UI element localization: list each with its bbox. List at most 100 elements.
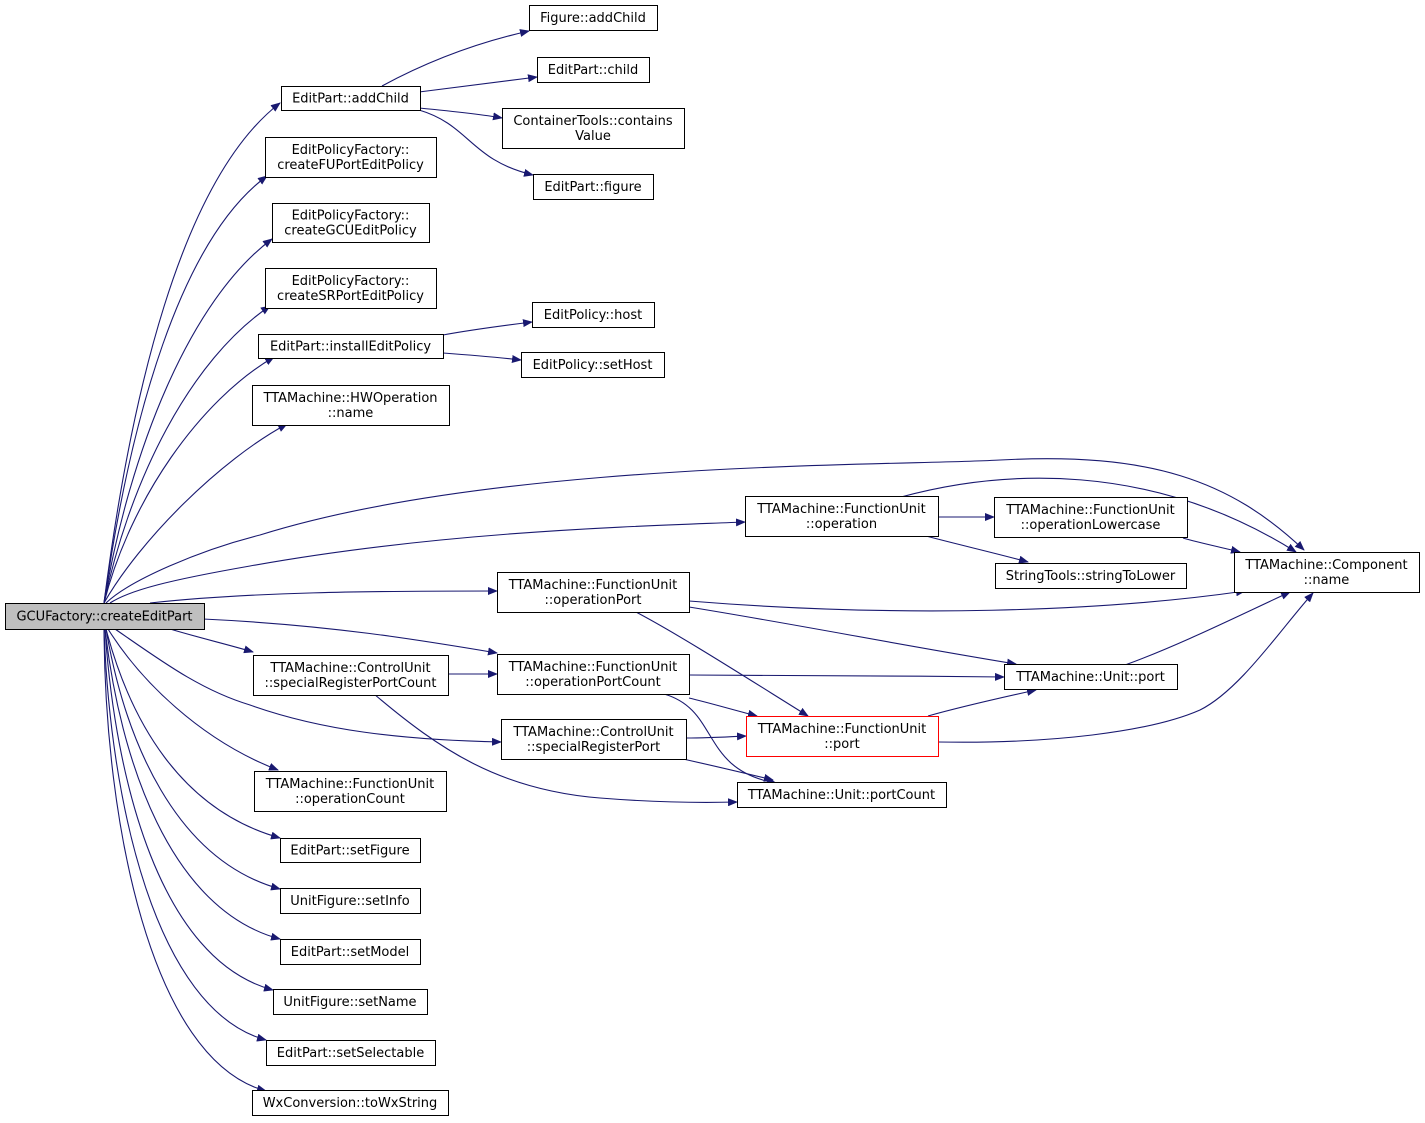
node-unit-port[interactable]: TTAMachine::Unit::port — [1004, 664, 1178, 690]
edge-opPortCount-unitPort — [688, 672, 1005, 681]
nodes: GCUFactory::createEditPart EditPart::add… — [5, 5, 1420, 1116]
node-label-line: EditPart::installEditPolicy — [270, 340, 431, 355]
edge-addChild-figAddChild — [381, 29, 530, 87]
node-label-line: ::specialRegisterPortCount — [264, 676, 436, 691]
node-label-line: EditPolicy::setHost — [533, 358, 653, 373]
edge-root-cuSRP — [114, 628, 502, 746]
node-functionunit-operation[interactable]: TTAMachine::FunctionUnit::operation — [745, 496, 939, 537]
node-label-line: EditPart::setSelectable — [277, 1046, 424, 1061]
node-label-line: TTAMachine::Component — [1244, 558, 1407, 573]
edge-root-compName — [105, 458, 1305, 604]
edge-opPortCount-unitPortCount — [663, 693, 777, 786]
node-wxconversion-towxstring[interactable]: WxConversion::toWxString — [252, 1090, 449, 1116]
node-controlunit-specialregisterportcount[interactable]: TTAMachine::ControlUnit::specialRegister… — [253, 655, 449, 696]
node-stringtools-stringtolower[interactable]: StringTools::stringToLower — [995, 563, 1187, 589]
edge-root-opPort — [149, 587, 498, 604]
node-label-line: ContainerTools::contains — [513, 114, 673, 129]
node-label-line: ::operationLowercase — [1021, 518, 1161, 533]
edge-unitPort-compName — [1124, 591, 1291, 666]
edge-root-installEP — [103, 356, 275, 604]
edge-root-opPortCount — [202, 618, 498, 656]
node-label-line: EditPolicyFactory:: — [292, 143, 410, 158]
node-label-line: EditPolicyFactory:: — [292, 209, 410, 224]
edge-opPort-fuPort — [633, 610, 809, 717]
node-component-name[interactable]: TTAMachine::Component::name — [1234, 552, 1420, 593]
edge-root-toWx — [103, 628, 267, 1093]
node-editpart-figure[interactable]: EditPart::figure — [533, 174, 654, 200]
node-editpart-setselectable[interactable]: EditPart::setSelectable — [266, 1040, 436, 1066]
node-label-line: TTAMachine::FunctionUnit — [756, 502, 925, 517]
node-label-line: createGCUEditPolicy — [284, 224, 417, 239]
edge-cuSRPC-unitPortCount — [373, 693, 738, 807]
node-root[interactable]: GCUFactory::createEditPart — [5, 603, 205, 630]
edge-root-createGCU — [103, 238, 273, 604]
node-editpart-child[interactable]: EditPart::child — [537, 57, 650, 83]
node-editpart-installeditpolicy[interactable]: EditPart::installEditPolicy — [258, 334, 444, 359]
edge-root-cuSRPC — [169, 628, 254, 654]
edge-root-opCount — [107, 628, 279, 771]
node-editpolicy-host[interactable]: EditPolicy::host — [532, 302, 655, 328]
node-functionunit-operationport[interactable]: TTAMachine::FunctionUnit::operationPort — [497, 572, 690, 613]
node-label-line: ::operationCount — [295, 792, 405, 807]
edge-root-setModel — [104, 628, 281, 941]
node-label-line: ::port — [824, 737, 859, 752]
node-functionunit-operationportcount[interactable]: TTAMachine::FunctionUnit::operationPortC… — [497, 654, 690, 695]
edge-root-setName — [104, 628, 274, 992]
node-editpolicy-sethost[interactable]: EditPolicy::setHost — [521, 352, 665, 378]
node-label-line: GCUFactory::createEditPart — [16, 610, 192, 625]
node-label-line: TTAMachine::FunctionUnit — [265, 777, 434, 792]
edge-opPortCount-fuPort — [688, 697, 758, 718]
node-functionunit-operationlowercase[interactable]: TTAMachine::FunctionUnit::operationLower… — [994, 497, 1188, 538]
node-label-line: TTAMachine::Unit::port — [1015, 670, 1165, 685]
node-label-line: TTAMachine::FunctionUnit — [508, 578, 677, 593]
node-label-line: EditPart::addChild — [292, 92, 409, 107]
node-unitfigure-setname[interactable]: UnitFigure::setName — [273, 989, 428, 1015]
node-label-line: TTAMachine::FunctionUnit — [1005, 503, 1174, 518]
edge-opPort-compName — [688, 588, 1246, 612]
node-label-line: createFUPortEditPolicy — [277, 158, 424, 173]
node-unitfigure-setinfo[interactable]: UnitFigure::setInfo — [280, 888, 421, 914]
node-creategcueditpolicy[interactable]: EditPolicyFactory::createGCUEditPolicy — [272, 203, 430, 243]
edge-root-addChild — [103, 102, 281, 604]
node-unit-portcount[interactable]: TTAMachine::Unit::portCount — [737, 782, 947, 808]
node-label-line: Value — [575, 129, 611, 144]
node-label-line: EditPolicy::host — [544, 308, 642, 323]
node-hwoperation-name[interactable]: TTAMachine::HWOperation::name — [252, 385, 450, 426]
node-label-line: TTAMachine::FunctionUnit — [508, 660, 677, 675]
node-label-line: StringTools::stringToLower — [1006, 569, 1176, 584]
node-editpart-setfigure[interactable]: EditPart::setFigure — [280, 838, 421, 863]
edge-addChild-child — [418, 74, 538, 93]
node-label-line: UnitFigure::setInfo — [290, 894, 409, 909]
node-editpart-setmodel[interactable]: EditPart::setModel — [280, 939, 421, 965]
node-label-line: UnitFigure::setName — [283, 995, 416, 1010]
node-functionunit-port[interactable]: TTAMachine::FunctionUnit::port — [746, 716, 939, 757]
node-label-line: EditPart::child — [548, 63, 638, 78]
edge-cuSRP-unitPortCount — [682, 758, 774, 782]
edge-root-fuOperation — [109, 518, 746, 604]
edge-addChild-figure — [418, 109, 534, 177]
edge-root-createFU — [103, 175, 268, 604]
node-label-line: ::specialRegisterPort — [527, 740, 660, 755]
edge-opLower-compName — [1182, 537, 1241, 554]
node-controlunit-specialregisterport[interactable]: TTAMachine::ControlUnit::specialRegister… — [501, 719, 687, 760]
node-label-line: TTAMachine::ControlUnit — [269, 661, 430, 676]
edge-opPort-unitPort — [688, 606, 1017, 667]
node-label-line: Figure::addChild — [540, 11, 646, 26]
node-label-line: TTAMachine::HWOperation — [262, 391, 437, 406]
node-label-line: ::operation — [806, 517, 877, 532]
edge-root-setSelectable — [103, 628, 267, 1042]
node-functionunit-operationcount[interactable]: TTAMachine::FunctionUnit::operationCount — [254, 771, 447, 812]
node-createfuporteditpolicy[interactable]: EditPolicyFactory::createFUPortEditPolic… — [265, 137, 437, 178]
edge-addChild-contains — [418, 107, 503, 121]
edge-fuPort-compName — [937, 592, 1314, 743]
node-figure-addchild[interactable]: Figure::addChild — [529, 5, 658, 31]
edge-op-strLower — [925, 535, 1029, 564]
edge-install-setHost — [442, 352, 522, 363]
node-createsrporteditpolicy[interactable]: EditPolicyFactory::createSRPortEditPolic… — [265, 268, 437, 309]
node-label-line: ::name — [1304, 573, 1350, 588]
node-editpart-addchild[interactable]: EditPart::addChild — [281, 86, 421, 111]
edges — [103, 29, 1314, 1093]
node-label-line: EditPart::figure — [544, 180, 641, 195]
